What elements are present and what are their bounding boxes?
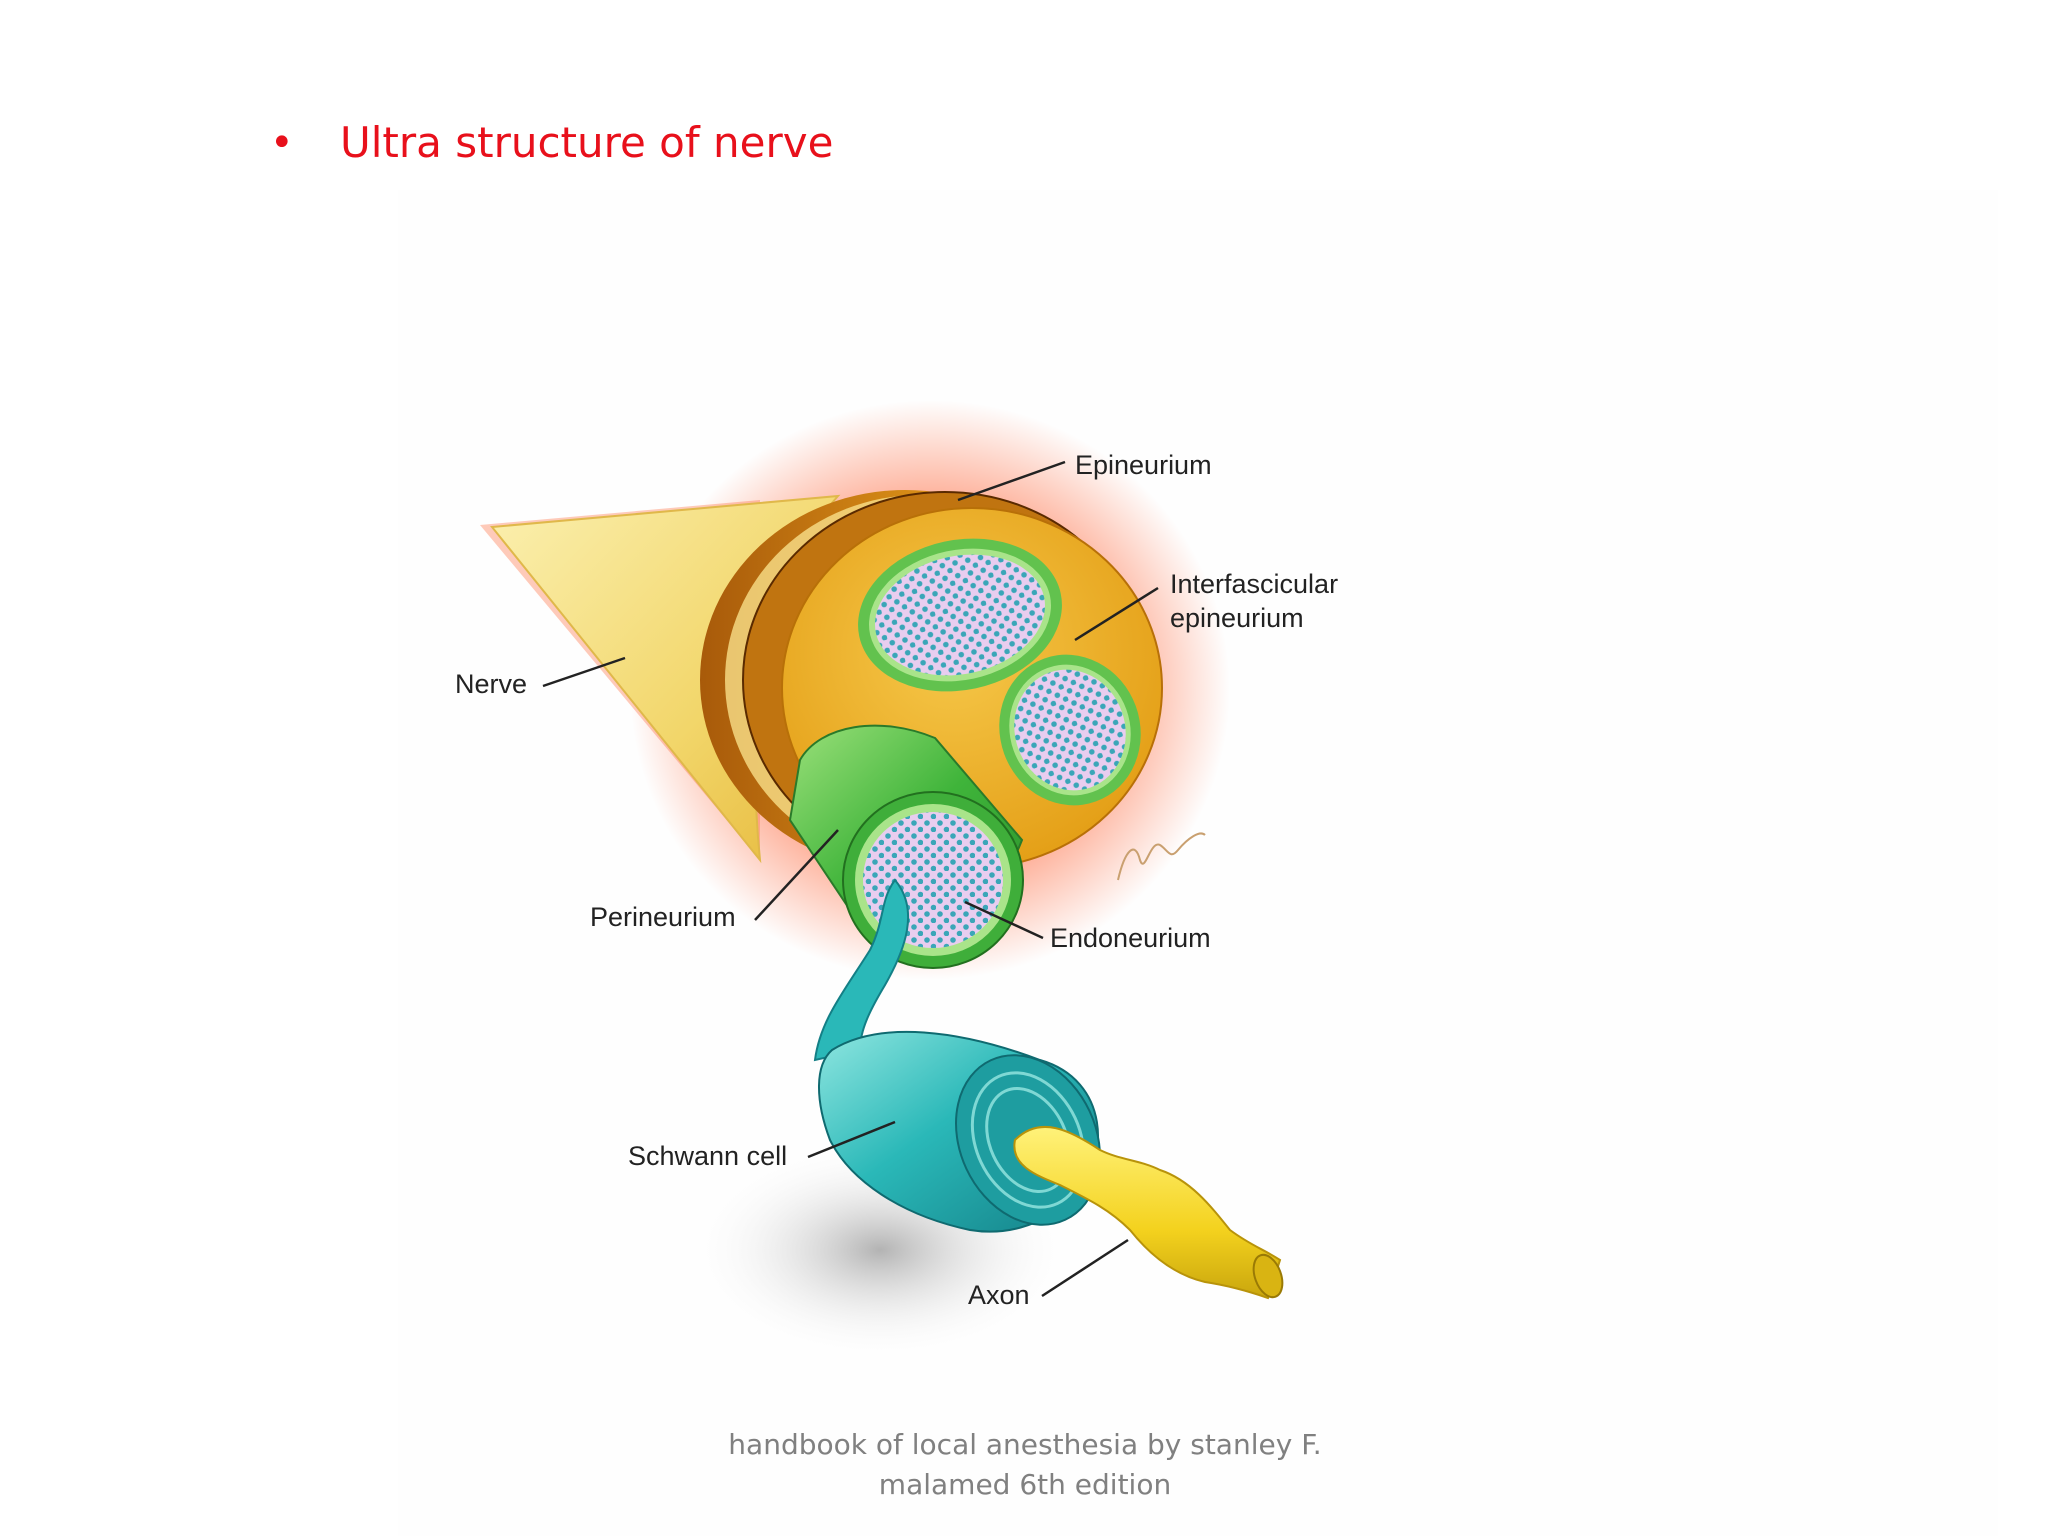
label-axon: Axon [968,1280,1030,1310]
label-schwann-cell: Schwann cell [628,1141,787,1171]
bullet-icon: • [270,119,294,166]
label-epineurium: Epineurium [1075,450,1212,480]
title-bullet-line: • Ultra structure of nerve [270,118,833,167]
slide-title: Ultra structure of nerve [340,118,834,167]
fascicle-top [858,538,1062,692]
caption-line-2: malamed 6th edition [878,1468,1172,1501]
artist-signature [1117,832,1206,881]
label-interfascicular-line1: Interfascicular [1170,569,1338,599]
label-perineurium: Perineurium [590,902,736,932]
figure-caption: handbook of local anesthesia by stanley … [690,1425,1360,1505]
fascicle-right [999,654,1141,806]
figure-background [398,190,1998,1536]
label-interfascicular-line2: epineurium [1170,603,1304,633]
label-endoneurium: Endoneurium [1050,923,1211,953]
caption-line-1: handbook of local anesthesia by stanley … [728,1428,1322,1461]
label-nerve: Nerve [455,669,527,699]
leader-lines [542,460,1159,1298]
